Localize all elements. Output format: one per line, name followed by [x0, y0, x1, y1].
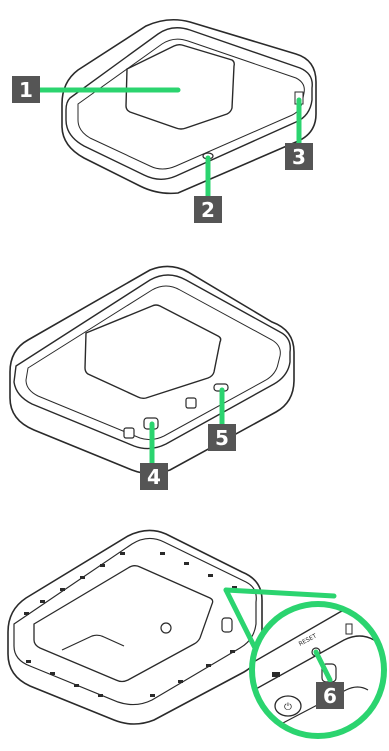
magnified-power-icon: ⏻	[284, 702, 292, 713]
label-5-text: 5	[215, 426, 229, 450]
device-front-view: 1 2 3	[12, 20, 316, 223]
label-3-text: 3	[292, 145, 306, 169]
label-3: 3	[285, 143, 313, 170]
label-2-text: 2	[201, 198, 215, 222]
device-back-port	[222, 618, 232, 632]
device-side-view: 4 5	[10, 266, 294, 490]
label-4: 4	[140, 463, 168, 490]
label-2: 2	[194, 196, 222, 223]
magnified-small-port	[272, 672, 280, 677]
label-4-text: 4	[147, 465, 161, 489]
device-back-screw	[161, 623, 171, 633]
label-1-text: 1	[19, 78, 33, 102]
device-side-port-a	[124, 428, 134, 438]
label-1: 1	[12, 76, 40, 103]
magnified-side-key	[346, 624, 352, 634]
label-6: 6	[316, 682, 344, 709]
device-back-view: RESET ⏻ 6	[8, 530, 389, 736]
label-6-text: 6	[323, 684, 337, 708]
label-5: 5	[208, 424, 236, 451]
callout-magnifier: RESET ⏻	[250, 604, 389, 736]
device-side-port-b	[186, 398, 196, 408]
